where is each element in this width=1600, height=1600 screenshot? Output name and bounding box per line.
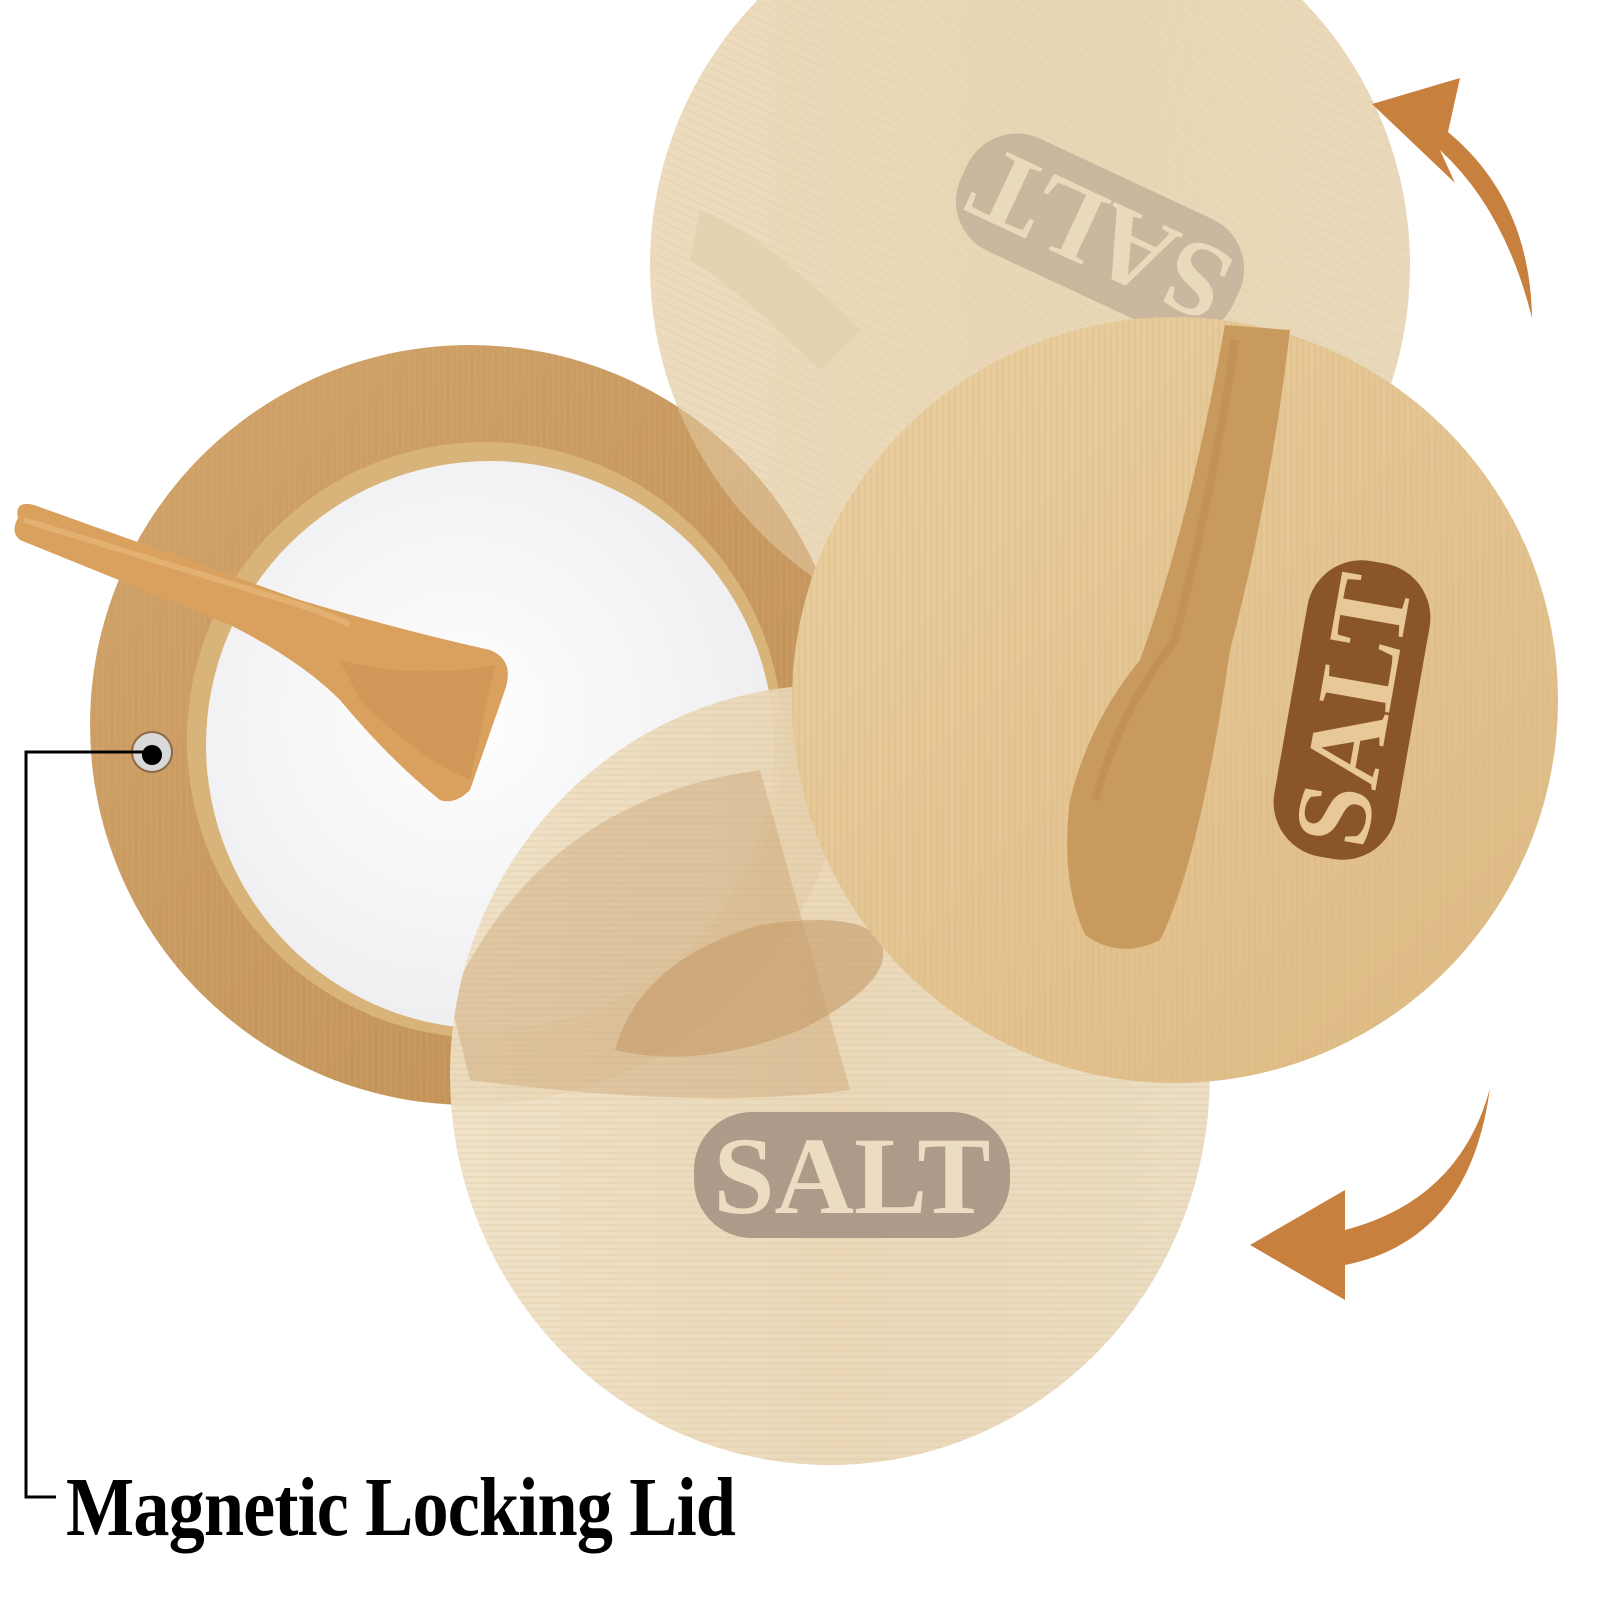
- rotate-up-arrow-icon: [1372, 78, 1532, 318]
- callout-label: Magnetic Locking Lid: [66, 1461, 736, 1554]
- right-lid: SALT: [792, 317, 1558, 1083]
- wooden-spoon: [14, 503, 508, 802]
- rotate-down-arrow-icon: [1250, 1088, 1490, 1300]
- svg-text:SALT: SALT: [713, 1115, 990, 1237]
- salt-engraving-bottom: SALT: [694, 1112, 1010, 1238]
- callout-leader-line: [24, 750, 145, 1499]
